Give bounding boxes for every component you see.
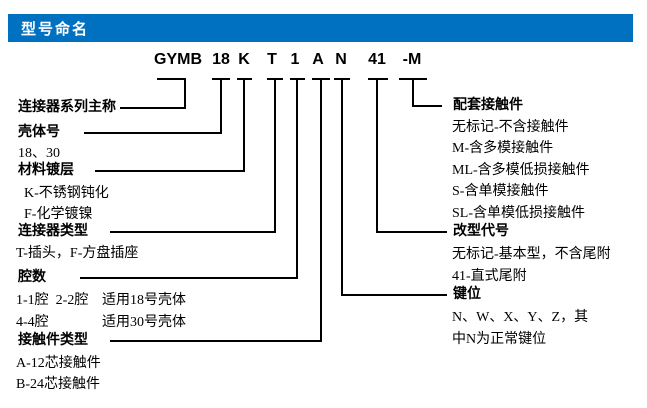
bracket-t bbox=[110, 78, 283, 233]
label-mod-code: 改型代号 bbox=[453, 224, 509, 239]
contact-option-b: B-24芯接触件 bbox=[16, 377, 100, 392]
label-series-name: 连接器系列主称 bbox=[18, 100, 116, 115]
section-header-bar: 型号命名 bbox=[8, 14, 633, 42]
part-number-segment-shell: 18 bbox=[212, 51, 230, 68]
bracket-18 bbox=[84, 78, 230, 134]
cavity-row-2: 4-4腔 适用30号壳体 bbox=[16, 315, 186, 331]
mating-option-none: 无标记-不含接触件 bbox=[452, 120, 569, 135]
key-position-note: 中N为正常键位 bbox=[452, 332, 547, 347]
mating-option-sl: SL-含单模低损接触件 bbox=[452, 206, 585, 221]
shell-number-values: 18、30 bbox=[18, 146, 60, 161]
label-cavity-count: 腔数 bbox=[18, 270, 46, 285]
cavity-row-2-codes: 4-4腔 bbox=[16, 315, 49, 330]
bracket-n bbox=[334, 78, 447, 296]
part-number-segment-cavity: 1 bbox=[290, 51, 300, 68]
part-number-segment-series: GYMB bbox=[154, 51, 202, 68]
cavity-row-1: 1-1腔 2-2腔适用18号壳体 bbox=[16, 293, 186, 309]
label-connector-type: 连接器类型 bbox=[18, 224, 88, 239]
label-material-plating: 材料镀层 bbox=[18, 163, 74, 178]
label-contact-type: 接触件类型 bbox=[18, 333, 88, 348]
bracket-k bbox=[95, 78, 252, 172]
part-number-segment-mate: -M bbox=[402, 51, 422, 68]
key-position-values: N、W、X、Y、Z，其 bbox=[452, 310, 589, 325]
bracket-1 bbox=[80, 78, 305, 279]
section-title: 型号命名 bbox=[21, 20, 90, 38]
contact-option-a: A-12芯接触件 bbox=[16, 356, 101, 371]
mod-option-none: 无标记-基本型，不含尾附 bbox=[452, 247, 611, 262]
part-number-segment-plating: K bbox=[238, 51, 250, 68]
cavity-row-1-codes: 1-1腔 2-2腔 bbox=[16, 293, 89, 308]
mating-option-ml: ML-含多模低损接触件 bbox=[452, 163, 590, 178]
label-mating-contacts: 配套接触件 bbox=[453, 98, 523, 113]
label-shell-number: 壳体号 bbox=[18, 125, 60, 140]
connector-type-values: T-插头，F-方盘插座 bbox=[16, 246, 139, 261]
plating-option-k: K-不锈钢钝化 bbox=[24, 186, 109, 201]
bracket-gymb bbox=[120, 78, 186, 109]
part-number-segment-mod: 41 bbox=[368, 51, 386, 68]
bracket-a bbox=[110, 78, 330, 342]
cavity-row-2-note: 适用30号壳体 bbox=[102, 315, 186, 330]
bracket-m bbox=[399, 78, 442, 107]
cavity-row-1-note: 适用18号壳体 bbox=[102, 293, 186, 308]
mating-option-m: M-含多模接触件 bbox=[452, 141, 554, 156]
part-number-segment-type: T bbox=[267, 51, 277, 68]
part-number-segment-key: N bbox=[335, 51, 347, 68]
mating-option-s: S-含单模接触件 bbox=[452, 184, 549, 199]
mod-option-41: 41-直式尾附 bbox=[452, 269, 527, 284]
bracket-41 bbox=[368, 78, 447, 233]
plating-option-f: F-化学镀镍 bbox=[24, 207, 93, 222]
label-key-position: 键位 bbox=[453, 287, 481, 302]
part-number-segment-contact: A bbox=[312, 51, 324, 68]
